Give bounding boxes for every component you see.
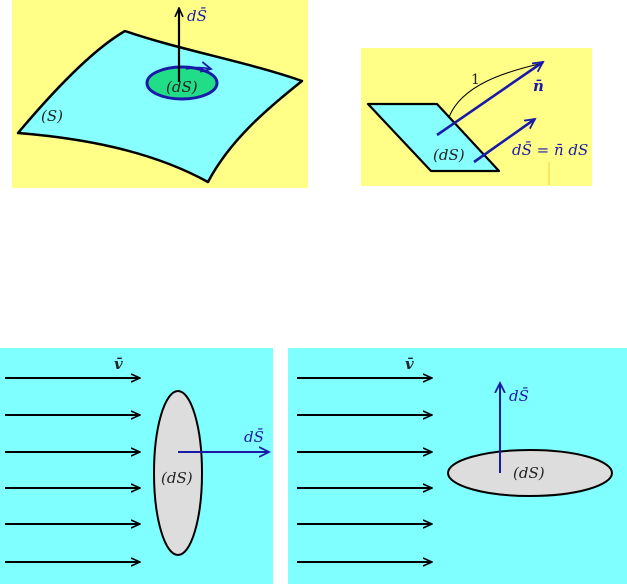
area-vector-equation: dS̄ = n̄ dS (512, 141, 588, 159)
panel3-background (0, 348, 273, 584)
panel-unit-normal: 1 n̄ (dS) dS̄ = n̄ dS (361, 48, 592, 186)
panel-surface-element: (S) (dS) dS̄ (12, 0, 308, 188)
surface-element-disc (145, 65, 219, 101)
flat-element-parallelogram (366, 102, 501, 173)
velocity-label: v̄ (405, 355, 414, 373)
unit-normal-label: n̄ (533, 77, 544, 95)
panel-flow-perpendicular: v̄ (dS) dS̄ (0, 348, 273, 584)
surface-label: (S) (41, 107, 63, 125)
flat-element-label: (dS) (433, 146, 465, 164)
area-vector-label: dS̄ (187, 7, 207, 25)
area-vector-arrow (473, 119, 535, 164)
area-vector-label: dS̄ (244, 428, 264, 446)
panel-flow-parallel: v̄ (dS) dS̄ (288, 348, 627, 584)
area-vector-label: dS̄ (509, 387, 529, 405)
surface-patch (16, 29, 304, 184)
unit-normal-arrow (436, 62, 543, 137)
surface-element-label: (dS) (513, 464, 545, 482)
surface-element-label: (dS) (166, 78, 198, 96)
unit-length-arc (448, 63, 540, 118)
unit-length-label: 1 (471, 72, 480, 88)
surface-element-label: (dS) (161, 469, 193, 487)
surface-element-vertical (153, 390, 203, 556)
surface-element-horizontal (447, 449, 613, 497)
orientation-arrow (185, 68, 211, 70)
velocity-label: v̄ (114, 355, 123, 373)
